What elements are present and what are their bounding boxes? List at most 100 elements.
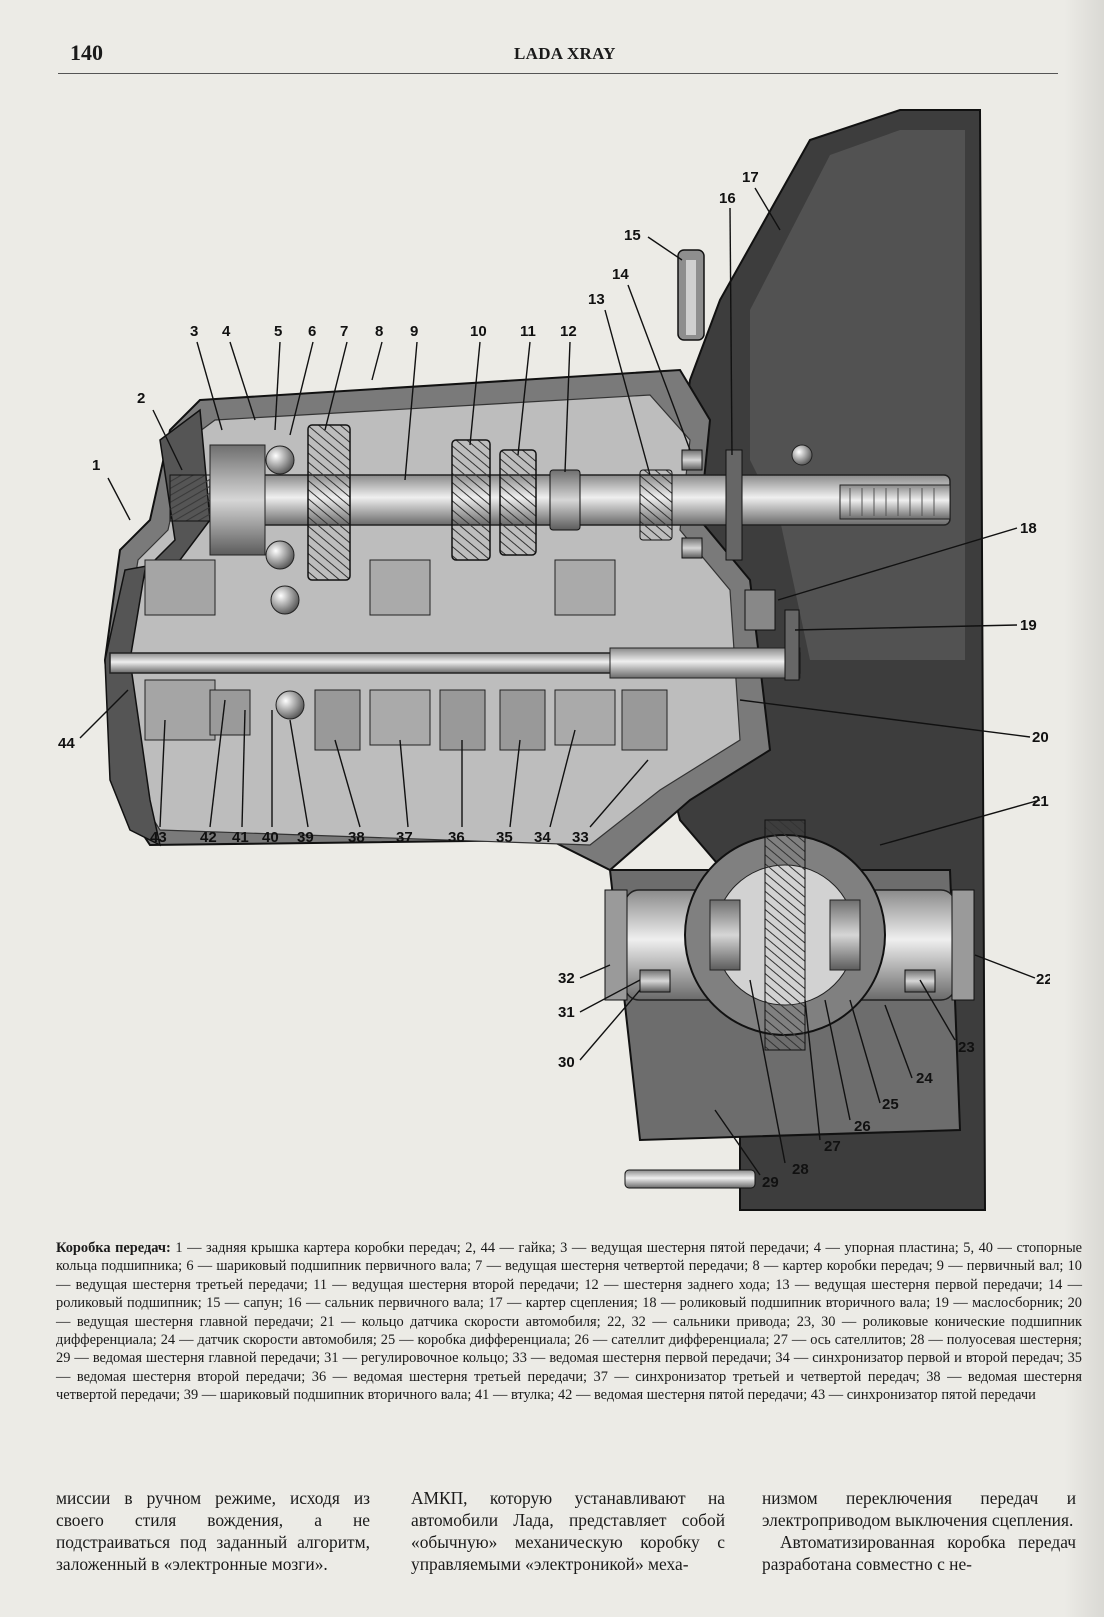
callout-35: 35 (496, 829, 513, 846)
callout-29: 29 (762, 1174, 779, 1191)
callout-11: 11 (520, 323, 536, 340)
satellite-axle (764, 819, 806, 1051)
secondary-roller-bearing (744, 589, 776, 631)
callout-25: 25 (882, 1096, 899, 1113)
clutch-side-bearing-ball (791, 444, 813, 466)
callout-leader-lines (79, 187, 1041, 1176)
figure-caption: Коробка передач: 1 — задняя крышка карте… (56, 1239, 1082, 1405)
callout-13: 13 (588, 291, 605, 308)
callout-16: 16 (719, 190, 736, 207)
callout-14: 14 (612, 266, 629, 283)
fifth-driven-gear (209, 689, 251, 736)
body-column-2: АМКП, которую устанавливают на автомобил… (411, 1487, 725, 1575)
callout-31: 31 (558, 1004, 575, 1021)
callout-10: 10 (470, 323, 487, 340)
oil-collector (784, 609, 800, 681)
body-text: миссии в ручном режиме, исходя из своего… (56, 1487, 1082, 1607)
callout-23: 23 (958, 1039, 975, 1056)
body-column-3: низмом переключения передач и электропри… (762, 1487, 1076, 1575)
body-column-1: миссии в ручном режиме, исходя из своего… (56, 1487, 370, 1575)
callout-17: 17 (742, 169, 759, 186)
gearbox-cross-section-figure: 1 2 3 4 5 6 7 8 9 10 11 12 13 14 15 16 1… (50, 100, 1050, 1230)
callout-26: 26 (854, 1118, 871, 1135)
callout-27: 27 (824, 1138, 841, 1155)
clutch-housing-inner (750, 130, 965, 660)
roller-bearing-bottom (681, 537, 703, 559)
differential-bearing-left (639, 969, 671, 993)
synchro-upper-34 (369, 559, 431, 616)
body-paragraph: низмом переключения передач и электропри… (762, 1488, 1076, 1530)
caption-title: Коробка передач: (56, 1240, 171, 1256)
callout-6: 6 (308, 323, 316, 340)
caption-text: 1 — задняя крышка картера коробки переда… (56, 1240, 1083, 1404)
fifth-synchro-upper (144, 559, 216, 616)
callout-1: 1 (92, 457, 100, 474)
synchro-upper-12 (554, 559, 616, 616)
fourth-driven-gear (314, 689, 361, 751)
secondary-bearing-ball-upper (270, 585, 300, 615)
housing-bolt (624, 1169, 756, 1189)
callout-2: 2 (137, 390, 145, 407)
callout-41: 41 (232, 829, 249, 846)
callout-12: 12 (560, 323, 577, 340)
third-drive-gear (451, 439, 491, 561)
reverse-gear (549, 469, 581, 531)
second-drive-gear (499, 449, 537, 556)
side-gear-right (829, 899, 861, 971)
page-edge-shadow (1064, 0, 1104, 1617)
primary-shaft-spline (839, 484, 951, 520)
callout-8: 8 (375, 323, 383, 340)
callout-19: 19 (1020, 617, 1037, 634)
callout-32: 32 (558, 970, 575, 987)
callout-36: 36 (448, 829, 465, 846)
fifth-drive-gear (209, 444, 266, 556)
callout-37: 37 (396, 829, 413, 846)
primary-shaft-nut (169, 474, 211, 522)
callout-4: 4 (222, 323, 231, 340)
roller-bearing-top (681, 449, 703, 471)
body-paragraph: АМКП, которую устанавливают на автомобил… (411, 1488, 725, 1574)
callout-39: 39 (297, 829, 314, 846)
running-title: LADA XRAY (514, 44, 616, 63)
fourth-drive-gear (307, 424, 351, 581)
drive-seal-right (951, 889, 975, 1001)
callout-38: 38 (348, 829, 365, 846)
callout-40: 40 (262, 829, 279, 846)
secondary-bearing-ball (275, 690, 305, 720)
first-drive-gear (639, 469, 673, 541)
callout-21: 21 (1032, 793, 1049, 810)
callout-22: 22 (1036, 971, 1050, 988)
callout-20: 20 (1032, 729, 1049, 746)
callout-5: 5 (274, 323, 282, 340)
first-second-synchronizer (554, 689, 616, 746)
header-rule (58, 73, 1058, 74)
callout-42: 42 (200, 829, 217, 846)
page-header: 140 LADA XRAY (58, 36, 1058, 76)
primary-shaft-seal (725, 449, 743, 561)
gearbox-drawing: 1 2 3 4 5 6 7 8 9 10 11 12 13 14 15 16 1… (58, 109, 1050, 1211)
callout-15: 15 (624, 227, 641, 244)
callout-3: 3 (190, 323, 198, 340)
callout-33: 33 (572, 829, 589, 846)
body-paragraph: Автоматизированная коробка передач разра… (762, 1532, 1076, 1574)
page-number: 140 (70, 40, 103, 65)
primary-bearing-ball-mid (265, 540, 295, 570)
callout-18: 18 (1020, 520, 1037, 537)
callout-30: 30 (558, 1054, 575, 1071)
breather-channel (686, 260, 696, 335)
callout-7: 7 (340, 323, 348, 340)
primary-shaft-spline-lines (849, 488, 935, 516)
final-drive-pinion (609, 647, 801, 679)
third-fourth-synchronizer (369, 689, 431, 746)
callout-43: 43 (150, 829, 167, 846)
callout-34: 34 (534, 829, 551, 846)
callout-44: 44 (58, 735, 75, 752)
first-driven-gear (621, 689, 668, 751)
side-gear-left (709, 899, 741, 971)
callout-labels: 1 2 3 4 5 6 7 8 9 10 11 12 13 14 15 16 1… (58, 169, 1050, 1191)
fifth-synchronizer (144, 679, 216, 741)
body-paragraph: миссии в ручном режиме, исходя из своего… (56, 1488, 370, 1574)
callout-9: 9 (410, 323, 418, 340)
drive-seal-left (604, 889, 628, 1001)
primary-bearing-ball-top (265, 445, 295, 475)
